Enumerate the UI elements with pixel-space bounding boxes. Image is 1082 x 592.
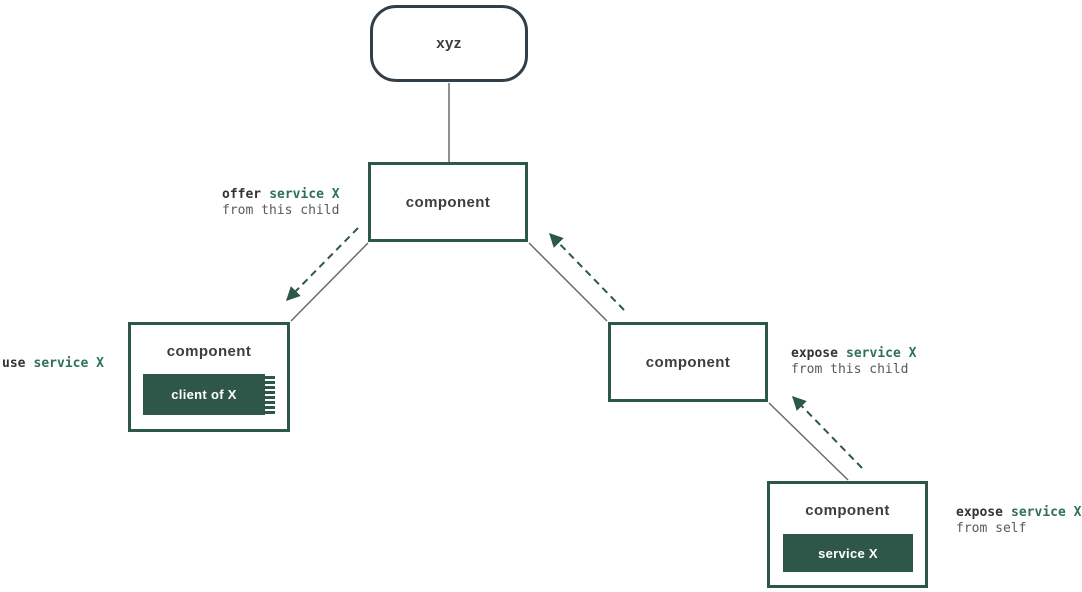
line-parent-to-left-child [290,242,369,322]
node-right-child-component: component [608,322,768,402]
arrow-expose-grandchild-to-right-child [792,395,863,469]
node-grandchild-label: component [805,502,890,519]
service-x-label: service X [818,545,878,561]
annotation-expose-self-line2: from self [956,521,1027,536]
arrow-offer-to-left-child [286,227,359,301]
node-xyz-label: xyz [436,35,462,52]
client-connector-comb-edge [265,374,275,415]
node-xyz: xyz [370,5,528,82]
client-of-x-label: client of X [171,387,237,402]
service-x-box: service X [783,534,913,572]
annotation-offer-line2: from this child [222,203,340,218]
node-parent-label: component [405,193,491,211]
node-left-child-label: component [166,343,252,360]
line-parent-to-right-child [528,242,608,322]
arrow-expose-right-child-to-parent [549,232,625,311]
node-parent-component: component [368,162,528,242]
client-of-x-box: client of X [143,374,275,415]
line-right-child-to-grandchild [768,402,849,481]
node-right-child-label: component [645,353,731,371]
node-left-child-component: component client of X [128,322,290,432]
annotation-expose-child-line2: from this child [791,362,909,377]
node-grandchild-component: component service X [767,481,928,588]
